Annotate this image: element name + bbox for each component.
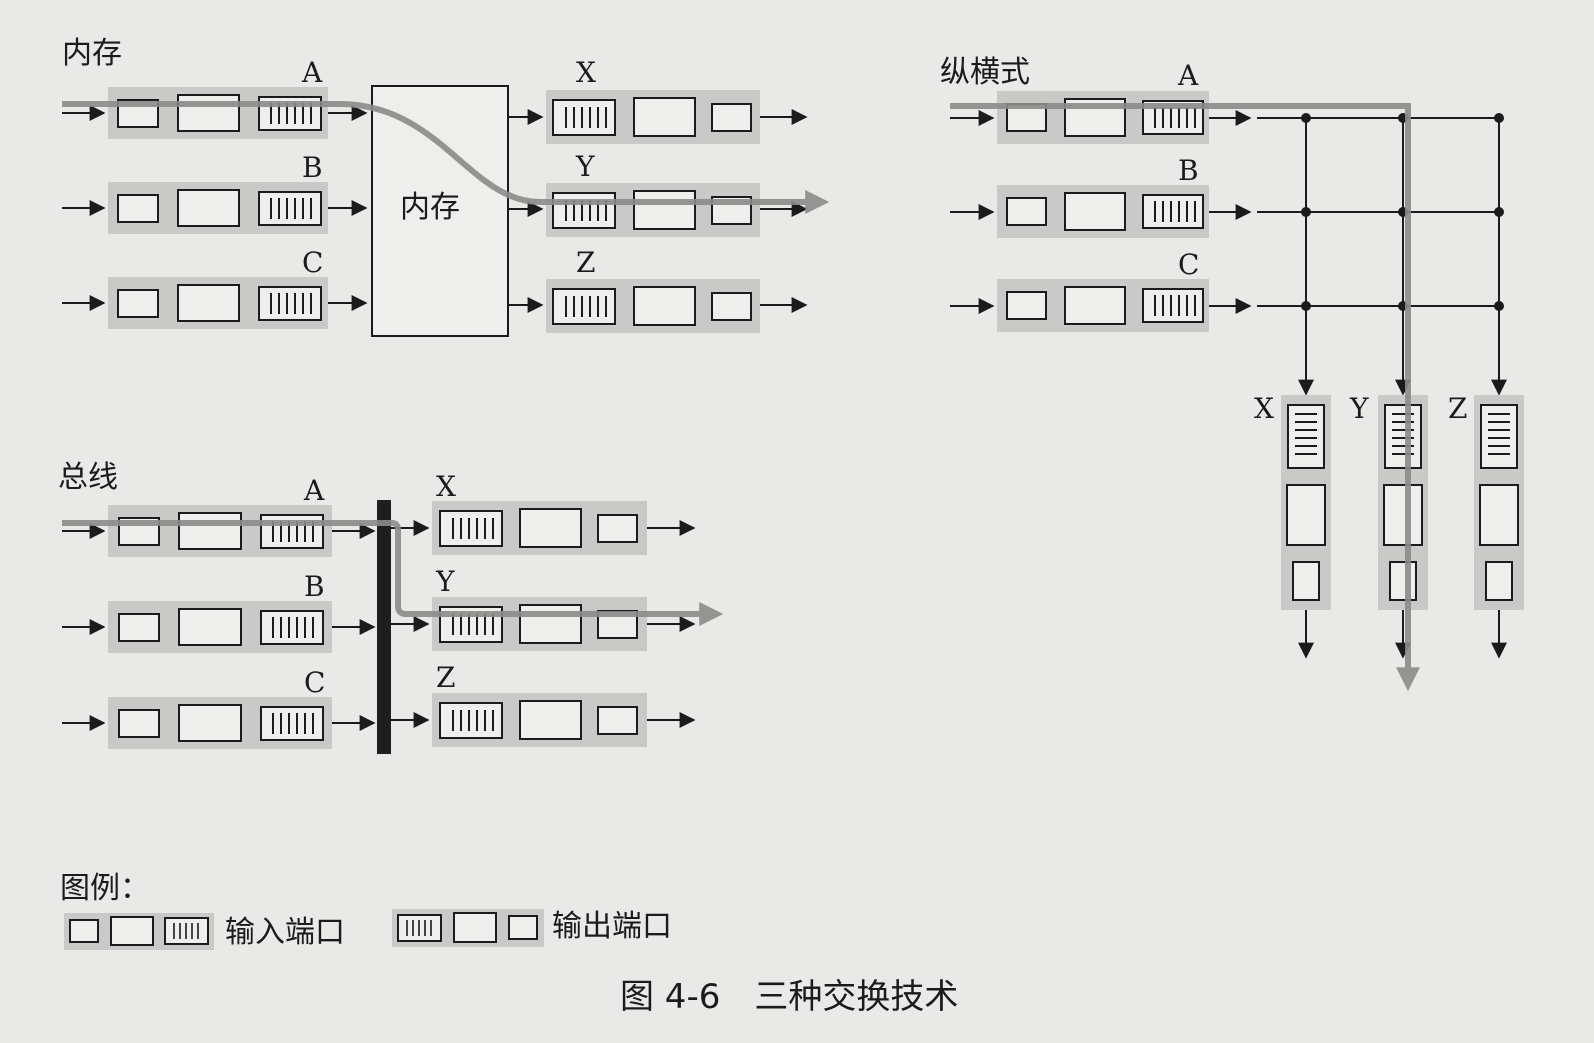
- memory-packet-path: [62, 101, 830, 214]
- bus-input-label-c: C: [304, 666, 325, 699]
- memory-panel-title: 内存: [62, 36, 122, 71]
- bus-packet-path: [62, 520, 724, 626]
- bus-output-port-y: Y: [391, 565, 696, 651]
- crossbar-input-port-b: B: [950, 154, 1252, 238]
- memory-input-port-c: C: [62, 246, 368, 329]
- crossbar-input-port-c: C: [950, 248, 1252, 332]
- bus-input-port-b: B: [62, 570, 376, 653]
- bus-output-label-x: X: [436, 470, 456, 503]
- crossbar-output-port-z: Z: [1448, 392, 1524, 659]
- crossbar-input-label-b: B: [1178, 154, 1199, 187]
- legend: 图例： 输入端口 输出端口: [60, 871, 672, 950]
- memory-output-label-z: Z: [576, 246, 595, 279]
- crossbar-grid: [1257, 117, 1507, 396]
- crossbar-panel: 纵横式 A B: [940, 55, 1524, 692]
- bus-panel-title: 总线: [58, 460, 118, 495]
- memory-output-label-x: X: [576, 56, 596, 89]
- memory-output-label-y: Y: [575, 150, 595, 183]
- bus-output-port-z: Z: [391, 661, 696, 747]
- bus-input-port-c: C: [62, 666, 376, 749]
- memory-box-label: 内存: [400, 190, 460, 225]
- memory-input-label-a: A: [301, 56, 323, 89]
- crossbar-input-label-c: C: [1178, 248, 1199, 281]
- bus-input-label-b: B: [304, 570, 325, 603]
- memory-input-label-b: B: [302, 151, 323, 184]
- legend-output-port-swatch: [392, 909, 544, 947]
- crossbar-panel-title: 纵横式: [940, 55, 1030, 90]
- bus-panel: 总线 A B: [58, 460, 724, 754]
- crossbar-input-label-a: A: [1177, 59, 1199, 92]
- memory-output-port-y: Y: [508, 150, 808, 237]
- crossbar-packet-path: [950, 103, 1420, 692]
- legend-title: 图例：: [60, 871, 150, 906]
- memory-output-port-z: Z: [508, 246, 808, 333]
- legend-input-port-swatch: [64, 913, 214, 950]
- memory-panel: 内存 A B: [62, 36, 830, 337]
- legend-output-port-label: 输出端口: [552, 909, 672, 944]
- crossbar-output-label-z: Z: [1448, 392, 1467, 425]
- bus-output-label-y: Y: [435, 565, 455, 598]
- figure-caption: 图 4-6 三种交换技术: [620, 977, 958, 1017]
- legend-input-port-label: 输入端口: [225, 915, 345, 950]
- crossbar-output-port-y: Y: [1349, 392, 1428, 659]
- bus-bar: [377, 500, 391, 754]
- bus-output-port-x: X: [391, 470, 696, 555]
- crossbar-output-label-x: X: [1254, 392, 1274, 425]
- crossbar-output-port-x: X: [1254, 392, 1331, 659]
- memory-input-label-c: C: [302, 246, 323, 279]
- memory-input-port-b: B: [62, 151, 368, 234]
- bus-input-port-a: A: [62, 474, 376, 557]
- crossbar-output-label-y: Y: [1349, 392, 1369, 425]
- memory-box: [371, 85, 509, 337]
- bus-output-label-z: Z: [436, 661, 455, 694]
- memory-output-port-x: X: [508, 56, 808, 144]
- bus-input-label-a: A: [303, 474, 325, 507]
